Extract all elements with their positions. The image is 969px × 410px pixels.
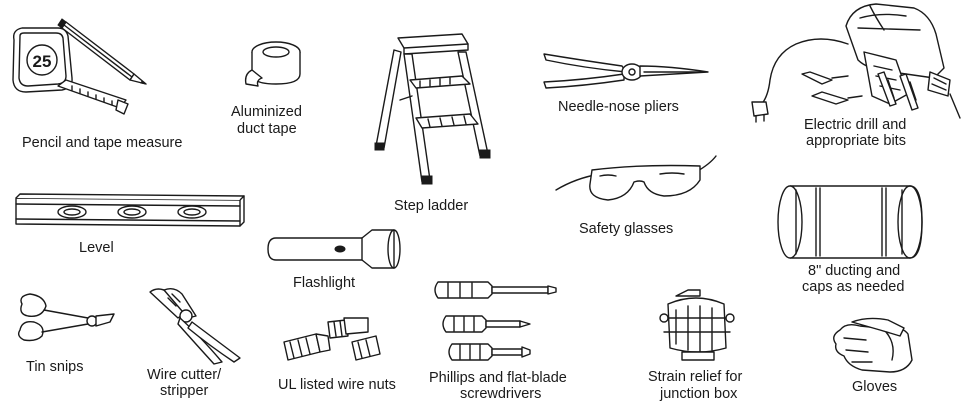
safety-glasses-icon — [0, 0, 720, 220]
ducting-icon — [0, 0, 969, 270]
strain-relief-label-line1: Strain relief for — [648, 369, 743, 385]
tape-number: 25 — [33, 52, 52, 71]
needle-pliers-label: Needle-nose pliers — [558, 99, 679, 115]
electric-drill-label-line2: appropriate bits — [806, 133, 906, 149]
tape-measure-icon: 25 — [0, 0, 200, 140]
ducting-label-line2: caps as needed — [802, 279, 905, 295]
needle-nose-pliers-icon — [0, 0, 720, 100]
gloves-icon — [0, 0, 969, 380]
tin-snips-icon — [0, 0, 140, 360]
wire-nuts-label: UL listed wire nuts — [278, 377, 396, 393]
pencil-tape-label: Pencil and tape measure — [22, 135, 183, 151]
gloves-label: Gloves — [852, 379, 898, 395]
duct-tape-label-line1: Aluminized — [231, 104, 302, 120]
wire-nuts-icon — [0, 0, 420, 380]
strain-relief-icon — [0, 0, 760, 370]
step-ladder-icon — [0, 0, 520, 200]
screwdrivers-label-line2: screwdrivers — [460, 386, 542, 402]
level-label: Level — [79, 240, 114, 256]
flashlight-label: Flashlight — [293, 275, 356, 291]
wire-cutter-stripper-icon — [0, 0, 260, 370]
duct-tape-icon — [0, 0, 320, 100]
electric-drill-label-line1: Electric drill and — [804, 117, 907, 133]
wire-cutter-label-line2: stripper — [160, 383, 209, 399]
ducting-label-line1: 8" ducting and — [808, 263, 901, 279]
level-icon — [0, 0, 260, 240]
step-ladder-label: Step ladder — [394, 198, 469, 214]
strain-relief-label-line2: junction box — [660, 386, 738, 402]
wire-cutter-label-line1: Wire cutter/ — [147, 367, 222, 383]
electric-drill-icon — [0, 0, 969, 150]
screwdrivers-label-line1: Phillips and flat-blade — [429, 370, 567, 386]
tin-snips-label: Tin snips — [26, 359, 84, 375]
duct-tape-label-line2: duct tape — [237, 121, 297, 137]
safety-glasses-label: Safety glasses — [579, 221, 674, 237]
flashlight-icon — [0, 0, 420, 280]
screwdrivers-icon — [0, 0, 620, 380]
